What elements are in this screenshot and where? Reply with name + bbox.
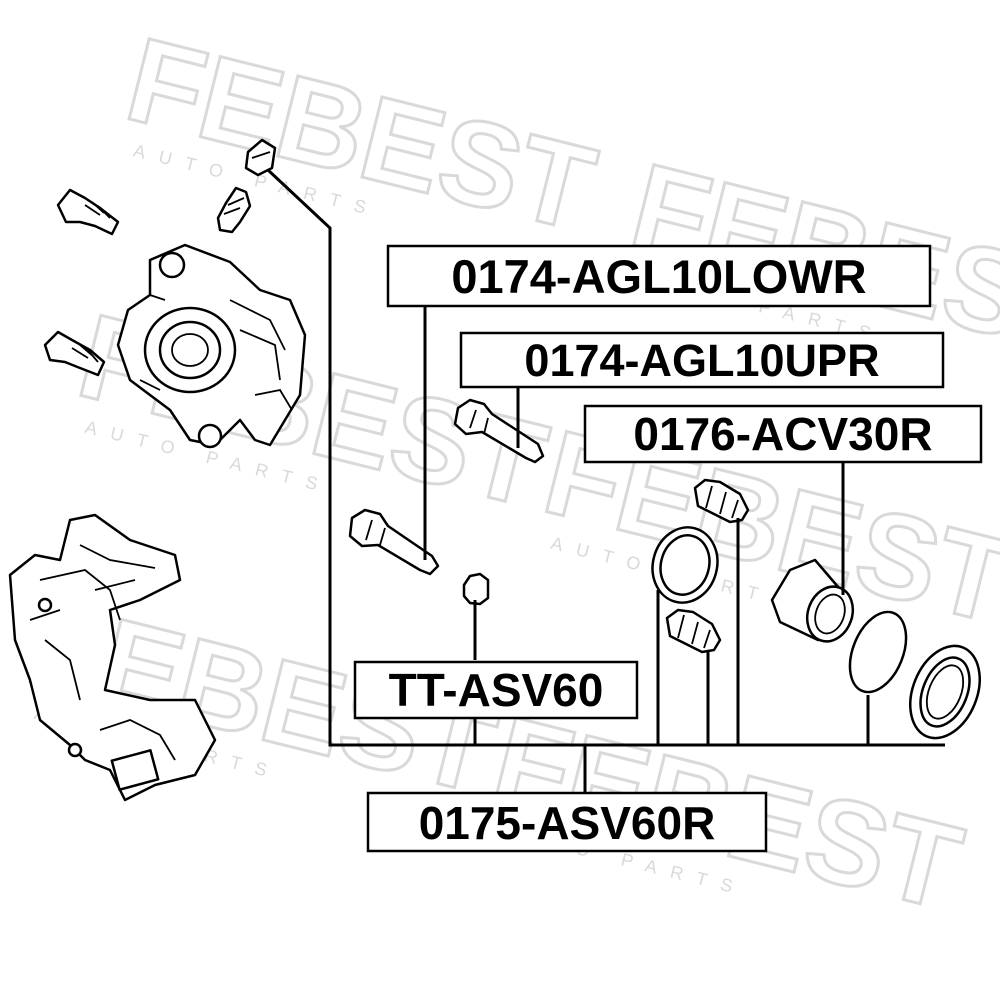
part-label-bleeder: TT-ASV60: [353, 660, 639, 720]
part-number-text: 0175-ASV60R: [419, 797, 716, 849]
pin-boot-upper: [693, 478, 750, 524]
lower-guide-pin: [348, 508, 440, 576]
upper-guide-pin: [453, 398, 545, 464]
caliper-body: [116, 243, 307, 449]
bleeder-screw: [216, 186, 252, 234]
part-label-upper-pin: 0174-AGL10UPR: [459, 331, 945, 389]
piston-seal-ring: [651, 526, 719, 604]
part-label-piston: 0176-ACV30R: [583, 404, 983, 464]
mounting-bolt: [56, 188, 120, 236]
pin-boot-lower: [665, 608, 722, 654]
part-number-text: 0174-AGL10LOWR: [451, 250, 866, 303]
bleeder-cap: [244, 138, 277, 177]
part-label-repair-kit: 0175-ASV60R: [366, 791, 768, 853]
part-number-text: 0176-ACV30R: [633, 408, 932, 460]
part-number-text: TT-ASV60: [389, 664, 604, 716]
part-number-text: 0174-AGL10UPR: [524, 335, 879, 386]
dust-cap: [462, 572, 490, 606]
watermark-brand: FEBEST: [115, 12, 607, 257]
leader-lines: [266, 168, 945, 793]
caliper-piston: [770, 558, 855, 643]
piston-dust-boot: [909, 644, 981, 740]
o-ring: [848, 610, 908, 694]
mounting-bolt: [43, 330, 106, 377]
part-label-lower-pin: 0174-AGL10LOWR: [386, 244, 932, 308]
caliper-bracket: [8, 513, 217, 802]
